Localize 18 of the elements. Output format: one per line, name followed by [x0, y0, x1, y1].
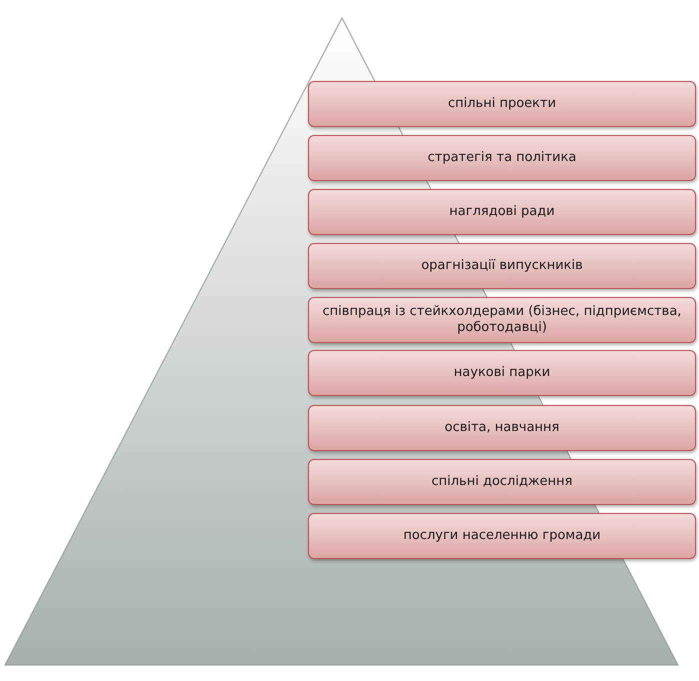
level-label: наукові парки [452, 364, 552, 382]
level-box [308, 243, 696, 289]
level-label: спільні проекти [446, 96, 558, 112]
level-box [308, 405, 696, 451]
level-label: освіта, навчання [444, 420, 560, 436]
level-box [308, 459, 696, 505]
level-label: стратегія та політика [426, 150, 578, 166]
level-label: спільні дослідження [430, 474, 574, 490]
level-label: співпраця із стейкхолдерами (бізнес, підприємства, роботодавці) [322, 304, 682, 336]
level-box [308, 513, 696, 559]
level-box [308, 189, 696, 235]
level-label: послуги населенню громади [402, 528, 602, 544]
level-box [308, 135, 696, 181]
level-label: наглядові ради [448, 204, 556, 220]
level-label: орагнізації випускників [420, 258, 584, 274]
level-box [308, 297, 696, 343]
level-box [308, 81, 696, 127]
level-box [308, 350, 696, 396]
